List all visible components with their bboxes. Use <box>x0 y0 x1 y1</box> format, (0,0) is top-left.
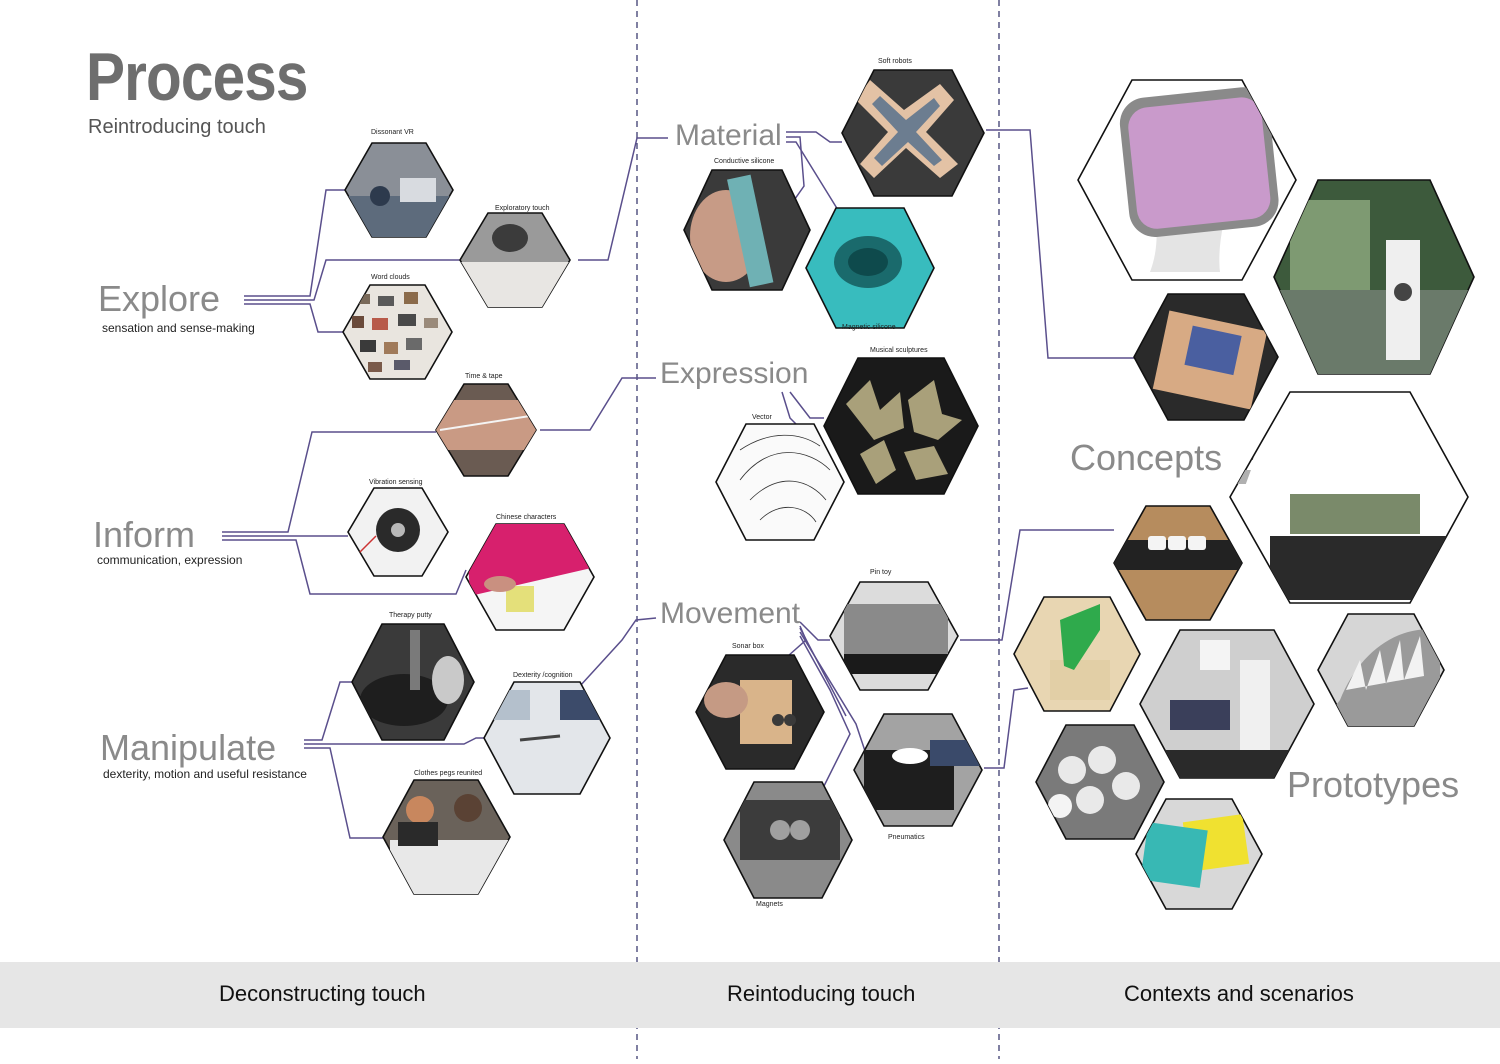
category-prototypes-title: Prototypes <box>1287 764 1460 805</box>
hex-conductive-silicone <box>683 169 811 291</box>
category-inform-subtitle: communication, expression <box>97 553 243 567</box>
column-label-contexts: Contexts and scenarios <box>1124 981 1354 1006</box>
hex-prototype-rig <box>1139 629 1315 779</box>
label-sonar-box: Sonar box <box>732 643 764 650</box>
page-title: Process <box>86 39 308 115</box>
label-magnets: Magnets <box>756 901 783 908</box>
hex-musical-sculptures <box>823 357 979 495</box>
page-subtitle: Reintroducing touch <box>88 116 266 138</box>
label-pin-toy: Pin toy <box>870 569 892 576</box>
label-magnetic-silicone: Magnetic silicone <box>842 324 896 331</box>
bottom-band <box>0 962 1500 1028</box>
hex-prototype-dome <box>1317 613 1445 727</box>
hex-pin-toy <box>829 581 959 691</box>
hex-magnetic-silicone <box>805 207 935 329</box>
hex-magnets <box>723 781 853 899</box>
hex-chinese-characters <box>465 523 595 631</box>
label-clothes-pegs: Clothes pegs reunited <box>414 770 483 777</box>
category-manipulate-title: Manipulate <box>100 727 277 768</box>
category-movement-title: Movement <box>660 597 801 630</box>
label-vibration-sensing: Vibration sensing <box>369 479 423 486</box>
label-therapy-putty: Therapy putty <box>389 612 432 619</box>
category-inform-title: Inform <box>93 514 196 555</box>
category-expression-title: Expression <box>660 357 809 390</box>
category-explore-subtitle: sensation and sense-making <box>102 321 255 335</box>
label-dexterity-cognition: Dexterity /cognition <box>513 672 573 679</box>
column-label-reintroducing: Reintoducing touch <box>727 981 916 1006</box>
column-label-deconstructing: Deconstructing touch <box>219 981 426 1006</box>
hex-word-clouds <box>342 284 453 380</box>
hex-clothes-pegs <box>382 779 511 895</box>
label-musical-sculptures: Musical sculptures <box>870 347 928 354</box>
category-explore-title: Explore <box>98 278 221 319</box>
label-vector: Vector <box>752 414 772 421</box>
hex-prototype-tiles <box>1035 724 1165 840</box>
label-pneumatics: Pneumatics <box>888 834 925 841</box>
category-manipulate-subtitle: dexterity, motion and useful resistance <box>103 767 307 781</box>
label-dissonant-vr: Dissonant VR <box>371 129 414 136</box>
hex-therapy-putty <box>351 623 475 741</box>
label-soft-robots: Soft robots <box>878 58 912 65</box>
hex-pneumatics <box>853 713 983 827</box>
hex-sonar-box <box>695 654 825 770</box>
hex-time-tape <box>435 383 537 477</box>
label-exploratory-touch: Exploratory touch <box>495 205 550 212</box>
label-chinese-characters: Chinese characters <box>496 514 557 521</box>
label-word-clouds: Word clouds <box>371 274 410 281</box>
label-conductive-silicone: Conductive silicone <box>714 158 775 165</box>
hex-concept-device <box>1077 79 1297 281</box>
hex-prototype-silicone-pads <box>1135 798 1263 910</box>
label-time-tape: Time & tape <box>465 373 503 380</box>
hex-concept-zoo <box>1273 179 1475 375</box>
hex-exploratory-touch <box>459 212 571 308</box>
hex-dexterity-cognition <box>483 681 611 795</box>
hex-soft-robots <box>841 69 985 197</box>
hex-prototype-casting <box>1013 596 1141 712</box>
connector-lines <box>222 129 1134 839</box>
hex-concept-box <box>1133 293 1279 421</box>
category-material-title: Material <box>675 119 782 152</box>
hex-prototype-buttons <box>1113 505 1243 621</box>
hex-dissonant-vr <box>344 142 454 238</box>
hex-vibration-sensing <box>347 487 449 577</box>
category-concepts-title: Concepts <box>1070 437 1223 478</box>
hex-vector <box>715 423 845 541</box>
